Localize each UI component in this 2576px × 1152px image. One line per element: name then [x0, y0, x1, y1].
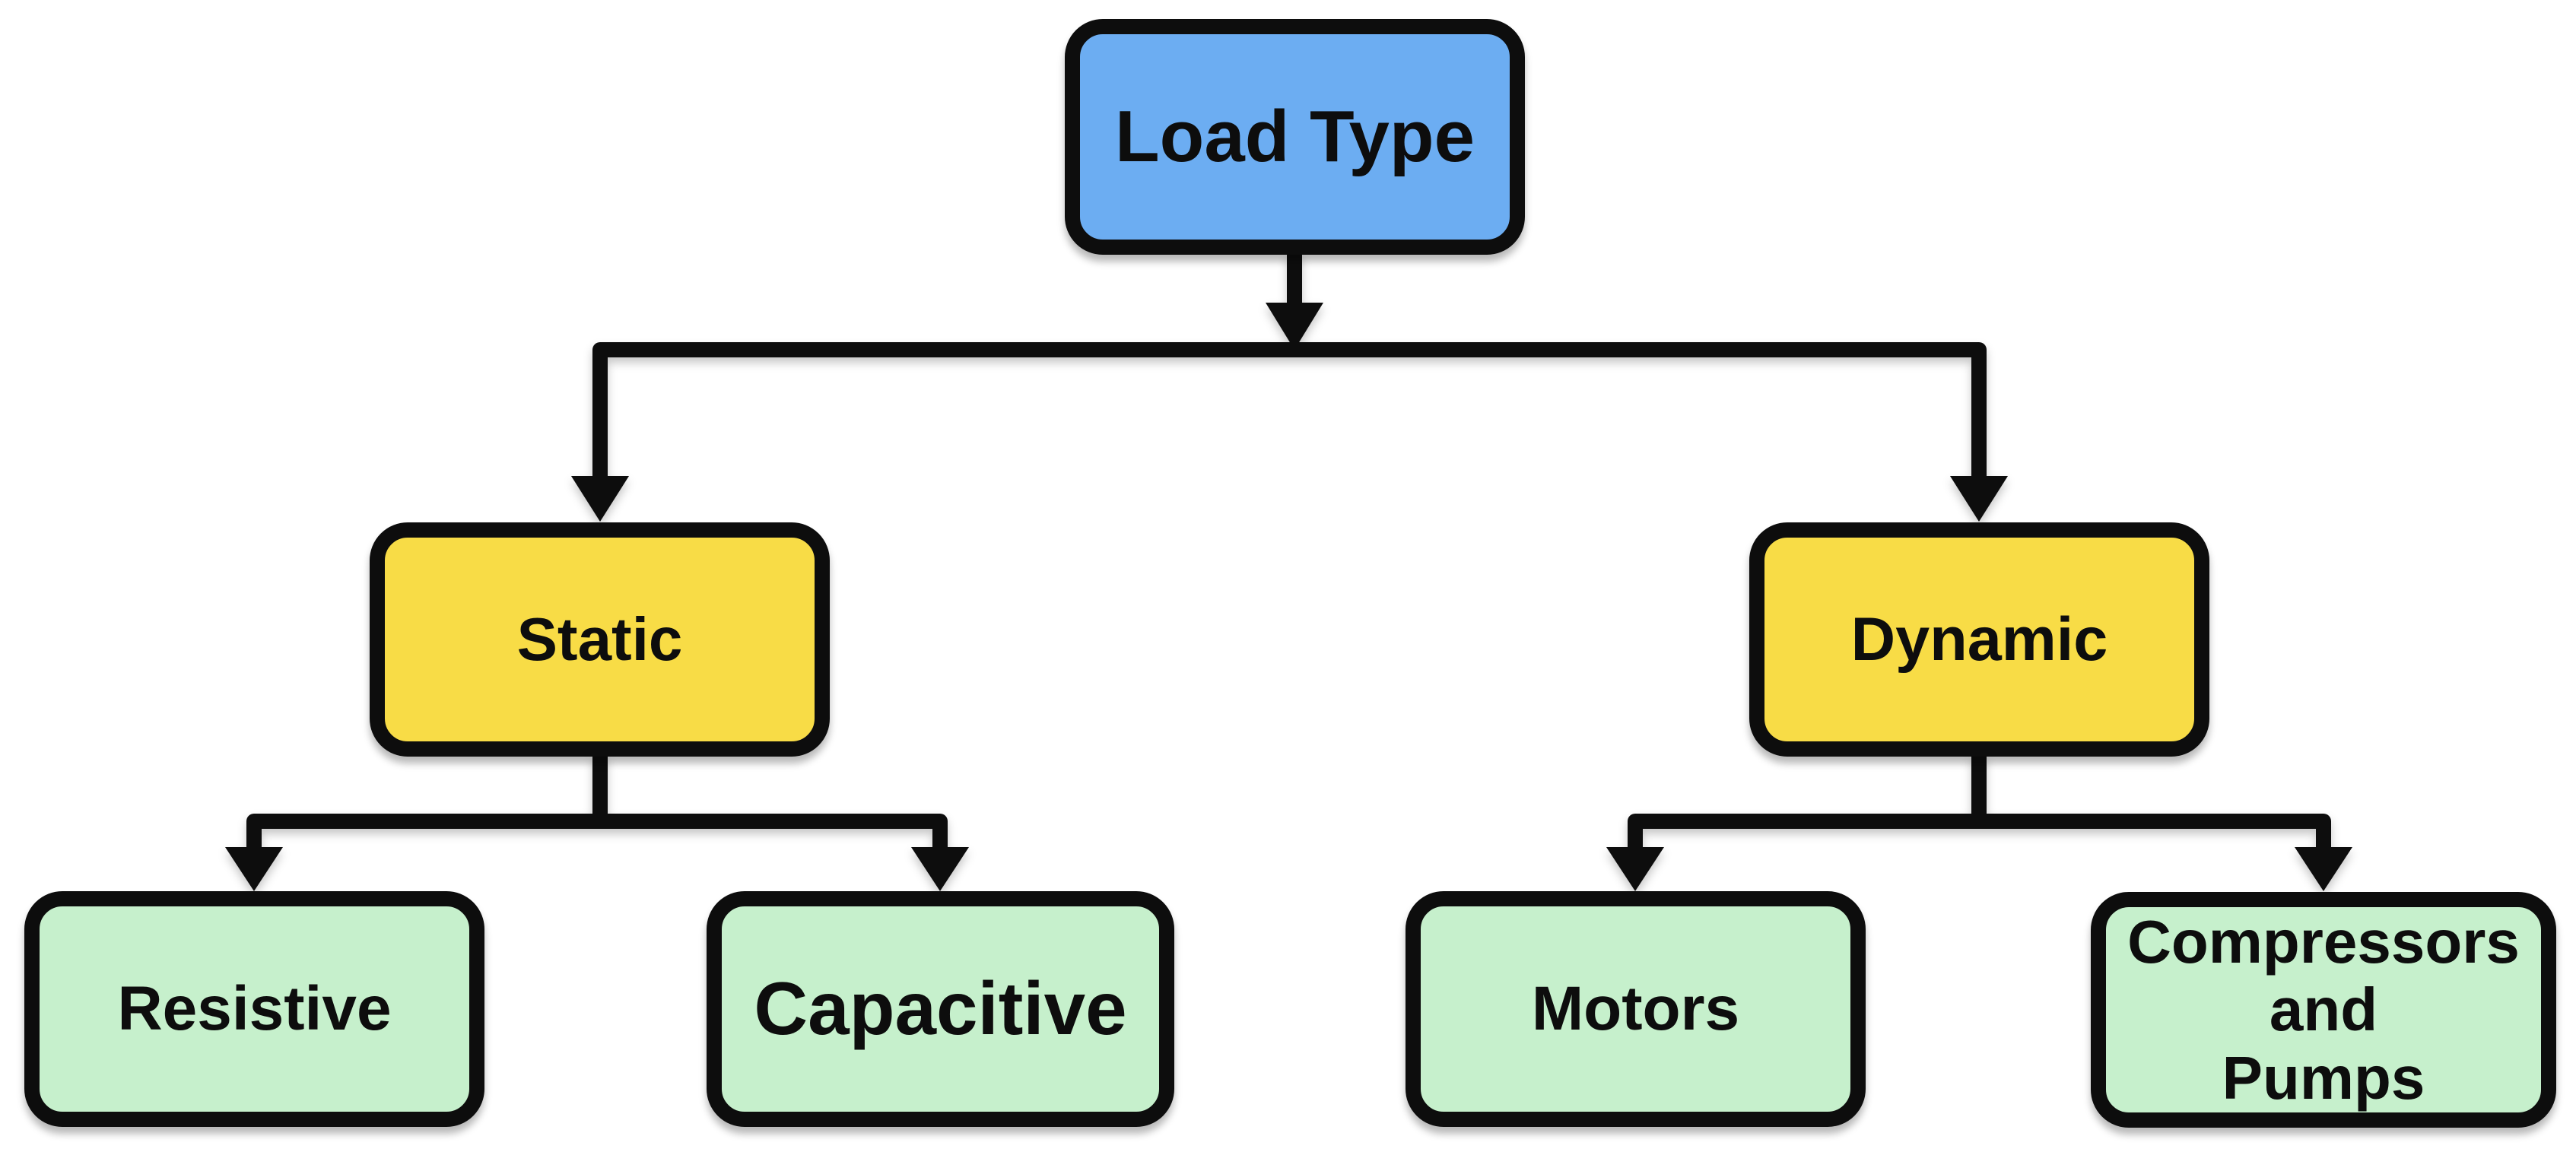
node-load-type: Load Type [1065, 19, 1525, 255]
arrow-down-icon [2295, 847, 2352, 891]
node-motors: Motors [1406, 891, 1866, 1127]
node-static: Static [370, 522, 830, 757]
arrow-down-icon [225, 847, 283, 891]
node-dynamic: Dynamic [1749, 522, 2209, 757]
arrow-down-icon [1266, 303, 1323, 350]
arrow-down-icon [1950, 476, 2008, 522]
node-capacitive: Capacitive [707, 891, 1174, 1127]
edge-static-rail [246, 814, 948, 853]
arrow-down-icon [911, 847, 969, 891]
node-compressors-and-pumps: Compressors and Pumps [2091, 892, 2556, 1128]
node-resistive: Resistive [24, 891, 484, 1127]
arrow-down-icon [1606, 847, 1664, 891]
arrow-down-icon [571, 476, 629, 522]
edge-dynamic-rail [1628, 814, 2331, 853]
edge-level1-rail [592, 342, 1987, 479]
